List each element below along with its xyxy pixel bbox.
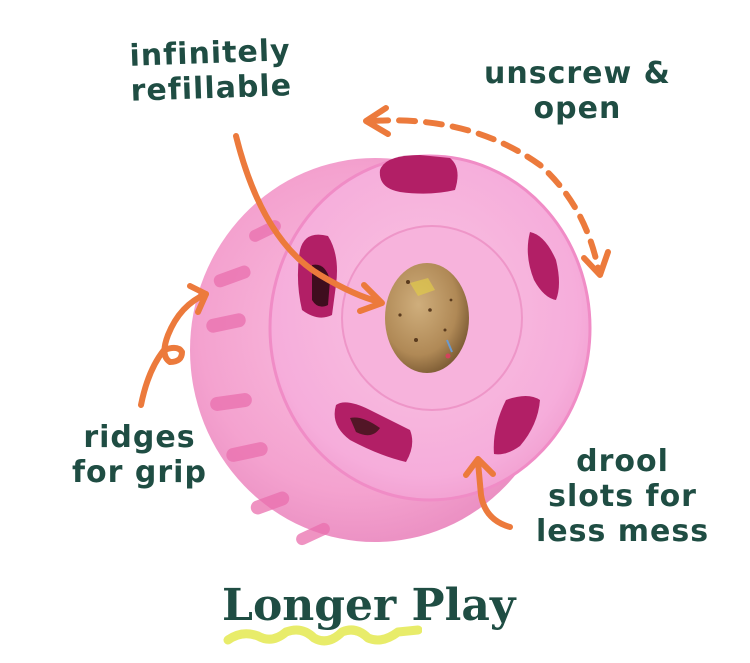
callout-text: ridges: [83, 420, 196, 455]
callout-text: unscrew &: [484, 56, 671, 91]
callout-text: refillable: [130, 68, 293, 109]
headline: Longer Play: [222, 580, 516, 631]
callout-infinitely-refillable: infinitely refillable: [129, 33, 293, 109]
curved-arrow-icon: [233, 133, 385, 314]
callout-text: infinitely: [128, 33, 292, 74]
callout-text: for grip: [72, 455, 207, 490]
treat: [385, 263, 469, 373]
callout-ridges-for-grip: ridges for grip: [72, 420, 207, 490]
toy-body: [190, 154, 592, 546]
yellow-squiggle-underline: [223, 625, 422, 646]
callout-drool-slots: drool slots for less mess: [536, 444, 709, 549]
callout-unscrew-open: unscrew & open: [484, 56, 671, 126]
callout-text: drool: [576, 444, 669, 479]
grip-ridges: [206, 220, 330, 546]
callout-text: open: [533, 91, 622, 126]
callout-text: less mess: [536, 514, 710, 549]
curved-up-arrow-icon: [463, 456, 513, 530]
callout-text: slots for: [548, 479, 697, 514]
dashed-double-arrow-icon: [363, 105, 611, 278]
looped-arrow-icon: [138, 283, 209, 408]
